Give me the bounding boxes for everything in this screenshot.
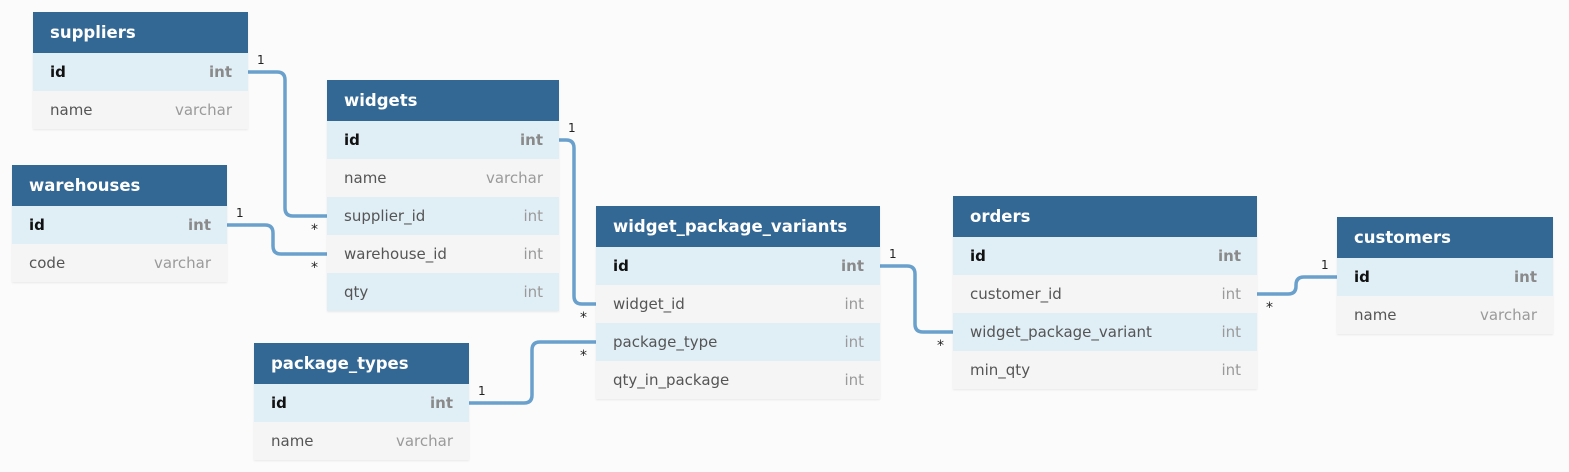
cardinality-one: 1: [257, 53, 265, 67]
field-row-id[interactable]: id int: [12, 206, 227, 244]
field-name: widget_id: [613, 295, 685, 313]
field-row-id[interactable]: id int: [254, 384, 469, 422]
field-row-warehouse-id[interactable]: warehouse_id int: [327, 235, 559, 273]
field-type: varchar: [174, 101, 232, 119]
field-row-package-type[interactable]: package_type int: [596, 323, 880, 361]
field-type: int: [1221, 361, 1241, 379]
field-row-id[interactable]: id int: [327, 121, 559, 159]
field-name: name: [271, 432, 314, 450]
field-name: name: [344, 169, 387, 187]
field-name: customer_id: [970, 285, 1062, 303]
relation-package-types-to-widget-package-variants[interactable]: [469, 340, 596, 405]
cardinality-many: *: [1266, 300, 1273, 316]
table-customers[interactable]: customers id int name varchar: [1337, 217, 1553, 334]
field-type: int: [844, 371, 864, 389]
field-row-id[interactable]: id int: [33, 53, 248, 91]
field-name: warehouse_id: [344, 245, 447, 263]
field-type: int: [188, 216, 211, 234]
field-type: int: [844, 333, 864, 351]
relation-widgets-to-widget-package-variants[interactable]: [559, 138, 596, 306]
cardinality-one: 1: [1321, 258, 1329, 272]
field-type: int: [520, 131, 543, 149]
field-type: varchar: [485, 169, 543, 187]
relation-warehouses-to-widgets[interactable]: [227, 223, 327, 256]
field-name: name: [1354, 306, 1397, 324]
cardinality-one: 1: [478, 384, 486, 398]
field-row-name[interactable]: name varchar: [327, 159, 559, 197]
field-row-name[interactable]: name varchar: [254, 422, 469, 460]
field-row-qty[interactable]: qty int: [327, 273, 559, 311]
field-name: code: [29, 254, 66, 272]
field-name: package_type: [613, 333, 718, 351]
field-type: int: [1221, 323, 1241, 341]
field-type: varchar: [153, 254, 211, 272]
field-row-supplier-id[interactable]: supplier_id int: [327, 197, 559, 235]
cardinality-many: *: [311, 260, 318, 276]
field-row-min-qty[interactable]: min_qty int: [953, 351, 1257, 389]
field-type: varchar: [1479, 306, 1537, 324]
field-name: id: [1354, 268, 1370, 286]
table-header[interactable]: warehouses: [12, 165, 227, 206]
field-name: qty: [344, 283, 369, 301]
field-type: int: [523, 207, 543, 225]
table-header[interactable]: package_types: [254, 343, 469, 384]
table-header[interactable]: widgets: [327, 80, 559, 121]
relation-widget-package-variants-to-orders[interactable]: [880, 264, 953, 334]
field-row-name[interactable]: name varchar: [33, 91, 248, 129]
field-name: id: [271, 394, 287, 412]
table-suppliers[interactable]: suppliers id int name varchar: [33, 12, 248, 129]
cardinality-many: *: [580, 310, 587, 326]
field-type: int: [841, 257, 864, 275]
field-row-name[interactable]: name varchar: [1337, 296, 1553, 334]
field-name: id: [50, 63, 66, 81]
field-type: int: [523, 245, 543, 263]
table-header[interactable]: suppliers: [33, 12, 248, 53]
field-name: id: [613, 257, 629, 275]
field-name: qty_in_package: [613, 371, 730, 389]
field-type: int: [1221, 285, 1241, 303]
field-row-widget-package-variant[interactable]: widget_package_variant int: [953, 313, 1257, 351]
cardinality-one: 1: [568, 121, 576, 135]
field-name: id: [344, 131, 360, 149]
field-row-id[interactable]: id int: [596, 247, 880, 285]
table-header[interactable]: customers: [1337, 217, 1553, 258]
field-row-id[interactable]: id int: [953, 237, 1257, 275]
field-name: id: [29, 216, 45, 234]
field-row-widget-id[interactable]: widget_id int: [596, 285, 880, 323]
field-row-qty-in-package[interactable]: qty_in_package int: [596, 361, 880, 399]
field-row-code[interactable]: code varchar: [12, 244, 227, 282]
table-warehouses[interactable]: warehouses id int code varchar: [12, 165, 227, 282]
field-row-id[interactable]: id int: [1337, 258, 1553, 296]
cardinality-one: 1: [889, 247, 897, 261]
field-name: supplier_id: [344, 207, 426, 225]
field-name: name: [50, 101, 93, 119]
table-header[interactable]: orders: [953, 196, 1257, 237]
field-type: int: [430, 394, 453, 412]
field-type: int: [844, 295, 864, 313]
relation-suppliers-to-widgets[interactable]: [248, 70, 327, 218]
field-type: varchar: [395, 432, 453, 450]
field-type: int: [523, 283, 543, 301]
cardinality-many: *: [937, 338, 944, 354]
cardinality-many: *: [311, 222, 318, 238]
field-row-customer-id[interactable]: customer_id int: [953, 275, 1257, 313]
field-type: int: [1218, 247, 1241, 265]
field-name: min_qty: [970, 361, 1031, 379]
cardinality-many: *: [580, 348, 587, 364]
relation-customers-to-orders[interactable]: [1257, 275, 1337, 296]
field-name: widget_package_variant: [970, 323, 1152, 341]
field-type: int: [209, 63, 232, 81]
field-name: id: [970, 247, 986, 265]
cardinality-one: 1: [236, 206, 244, 220]
table-header[interactable]: widget_package_variants: [596, 206, 880, 247]
field-type: int: [1514, 268, 1537, 286]
